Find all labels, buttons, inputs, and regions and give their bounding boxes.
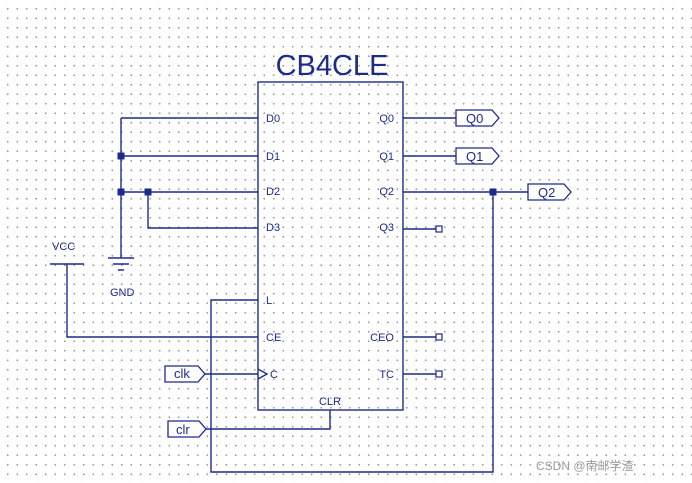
port-q1[interactable] [455, 147, 500, 165]
watermark: CSDN @南邮学渣 [536, 458, 634, 473]
terminal-ceo [435, 333, 443, 341]
pin-c-label: C [270, 369, 278, 381]
pin-q3-label: Q3 [379, 222, 394, 234]
port-q0-label: Q0 [466, 111, 483, 126]
ground-icon [108, 257, 134, 271]
wire-d3[interactable] [147, 192, 258, 229]
counter-block[interactable] [257, 81, 404, 411]
junction-d1 [117, 152, 125, 160]
junction-d2 [117, 188, 125, 196]
vcc-label: VCC [52, 241, 75, 253]
junction-q2 [489, 188, 497, 196]
pin-q1-label: Q1 [379, 151, 394, 163]
port-q0[interactable] [455, 109, 500, 127]
terminal-tc [435, 370, 443, 378]
pin-d3-label: D3 [266, 222, 280, 234]
pin-q2-label: Q2 [379, 186, 394, 198]
pin-d2-label: D2 [266, 186, 280, 198]
wire-load-feedback[interactable] [210, 192, 494, 473]
junction-d3 [144, 188, 152, 196]
port-q2-label: Q2 [538, 185, 555, 200]
port-q2[interactable] [527, 183, 572, 201]
port-q1-label: Q1 [466, 149, 483, 164]
port-clk-label: clk [174, 366, 190, 381]
wire-ce[interactable] [66, 264, 258, 338]
pin-ceo-label: CEO [370, 332, 394, 344]
pin-d1-label: D1 [266, 151, 280, 163]
clock-edge-icon [257, 368, 269, 380]
pin-q0-label: Q0 [379, 113, 394, 125]
pin-ce-label: CE [266, 332, 281, 344]
gnd-label: GND [110, 287, 135, 299]
component-title: CB4CLE [276, 50, 389, 82]
port-clr-label: clr [176, 422, 190, 437]
pin-clr-label: CLR [319, 396, 341, 408]
pin-tc-label: TC [379, 369, 394, 381]
wire-clr[interactable] [206, 410, 331, 430]
terminal-q3 [435, 225, 443, 233]
port-clk[interactable] [164, 365, 206, 383]
port-clr[interactable] [167, 420, 207, 438]
pin-l-label: L [266, 295, 272, 307]
pin-d0-label: D0 [266, 113, 280, 125]
